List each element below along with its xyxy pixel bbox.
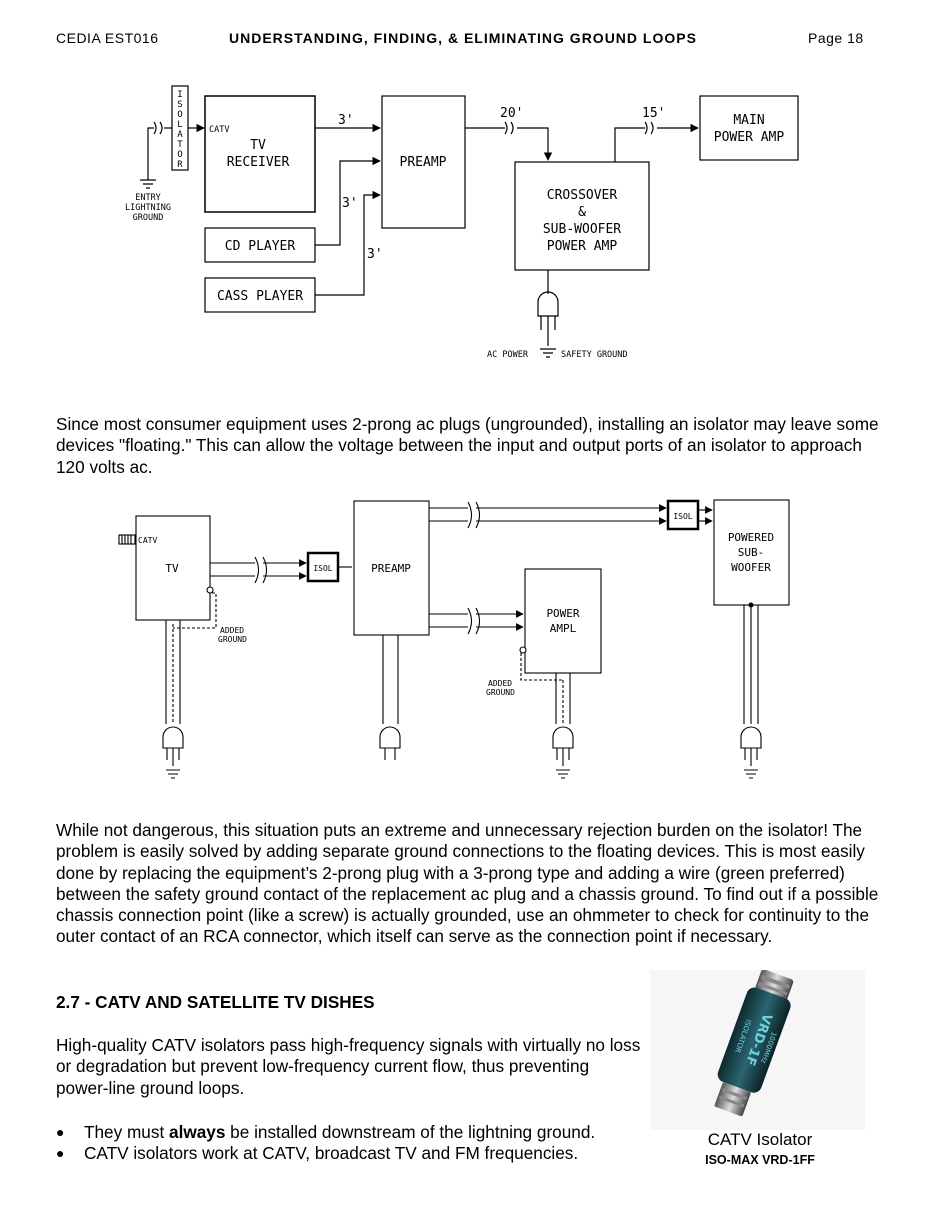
power-ampl-label-2: AMPL: [550, 622, 577, 635]
entry-label-3: GROUND: [133, 213, 164, 223]
crossover-label-2: &: [578, 205, 586, 220]
main-amp-label-1: MAIN: [733, 113, 764, 128]
length-main: 15': [642, 106, 665, 121]
section-heading: 2.7 - CATV AND SATELLITE TV DISHES: [56, 992, 375, 1012]
paragraph-solution: While not dangerous, this situation puts…: [56, 820, 879, 947]
main-power-amp-box: [699, 95, 799, 161]
tv-box: [135, 515, 211, 621]
preamp-label-2: PREAMP: [371, 562, 411, 575]
main-amp-label-2: POWER AMP: [714, 130, 785, 145]
header-title: UNDERSTANDING, FINDING, & ELIMINATING GR…: [229, 30, 697, 46]
power-ampl-box: [524, 568, 602, 674]
preamp-box: [381, 95, 466, 229]
isol-label-1: ISOL: [313, 564, 332, 573]
length-tv-preamp: 3': [338, 113, 354, 128]
entry-label-1: ENTRY: [135, 193, 161, 203]
tv-receiver-label-2: RECEIVER: [227, 155, 290, 170]
powered-sub-label-3: WOOFER: [731, 561, 771, 574]
catv-label-2: CATV: [138, 536, 157, 545]
header-page-number: Page 18: [808, 30, 864, 46]
isolator-letter-4: L: [177, 120, 182, 130]
isolator-letter-3: O: [177, 110, 182, 120]
added-ground-1-label-2: GROUND: [218, 635, 247, 644]
paragraph-floating: Since most consumer equipment uses 2-pro…: [56, 414, 879, 477]
safety-ground-label: SAFETY GROUND: [561, 350, 628, 360]
isolator-letter-2: S: [177, 100, 182, 110]
diagram-1-ground-loop-system: I S O L A T O R CATV TV RECEIVER PREAMP …: [125, 85, 799, 360]
plug-sub: [740, 726, 762, 779]
isolator-letter-1: I: [177, 90, 182, 100]
cass-player-label: CASS PLAYER: [217, 289, 303, 304]
powered-sub-label-2: SUB-: [738, 546, 765, 559]
crossover-label-3: SUB-WOOFER: [543, 222, 621, 237]
entry-label-2: LIGHTNING: [125, 203, 171, 213]
crossover-label-1: CROSSOVER: [547, 188, 618, 203]
added-ground-2-label-1: ADDED: [488, 679, 512, 688]
ac-power-label: AC POWER: [487, 350, 529, 360]
bullet-item-1: They must always be installed downstream…: [56, 1122, 595, 1144]
catv-isolator-photo: VRD-1F ISOLATOR 1000MHz: [650, 970, 865, 1130]
catv-connector: [118, 534, 136, 545]
isol-label-2: ISOL: [673, 512, 692, 521]
plug-power-amp: [552, 726, 574, 779]
isolator-letter-5: A: [177, 130, 183, 140]
plug-preamp: [379, 726, 401, 760]
isol-box-2: [666, 499, 700, 531]
tv-label: TV: [165, 562, 179, 575]
tv-receiver-box: [204, 95, 316, 213]
photo-caption-subtitle: ISO-MAX VRD-1FF: [705, 1153, 815, 1167]
tv-receiver-label-1: TV: [250, 138, 266, 153]
length-preamp-crossover: 20': [500, 106, 523, 121]
crossover-box: [514, 161, 650, 271]
length-cass: 3': [367, 247, 383, 262]
added-ground-1-label-1: ADDED: [220, 626, 244, 635]
isolator-letter-6: T: [177, 140, 183, 150]
preamp-label: PREAMP: [400, 155, 447, 170]
cd-player-label: CD PLAYER: [225, 239, 296, 254]
powered-sub-label-1: POWERED: [728, 531, 774, 544]
header-doc-id: CEDIA EST016: [56, 30, 159, 46]
catv-label: CATV: [209, 125, 229, 135]
diagram-2-isolated-system: CATV TV ISOL ISOL PREAMP POWERED SUB- WO…: [118, 499, 790, 779]
length-cd: 3': [342, 196, 358, 211]
plug-tv: [162, 726, 184, 779]
paragraph-catv-isolators: High-quality CATV isolators pass high-fr…: [56, 1035, 641, 1098]
isolator-letter-7: O: [177, 150, 182, 160]
added-ground-2-label-2: GROUND: [486, 688, 515, 697]
bullet-item-2: CATV isolators work at CATV, broadcast T…: [56, 1143, 595, 1165]
isolator-letter-8: R: [177, 160, 183, 170]
power-ampl-label-1: POWER: [546, 607, 579, 620]
photo-caption-title: CATV Isolator: [707, 1130, 813, 1149]
bullet-list: They must always be installed downstream…: [56, 1122, 595, 1165]
crossover-label-4: POWER AMP: [547, 239, 618, 254]
preamp-box: [353, 500, 430, 636]
